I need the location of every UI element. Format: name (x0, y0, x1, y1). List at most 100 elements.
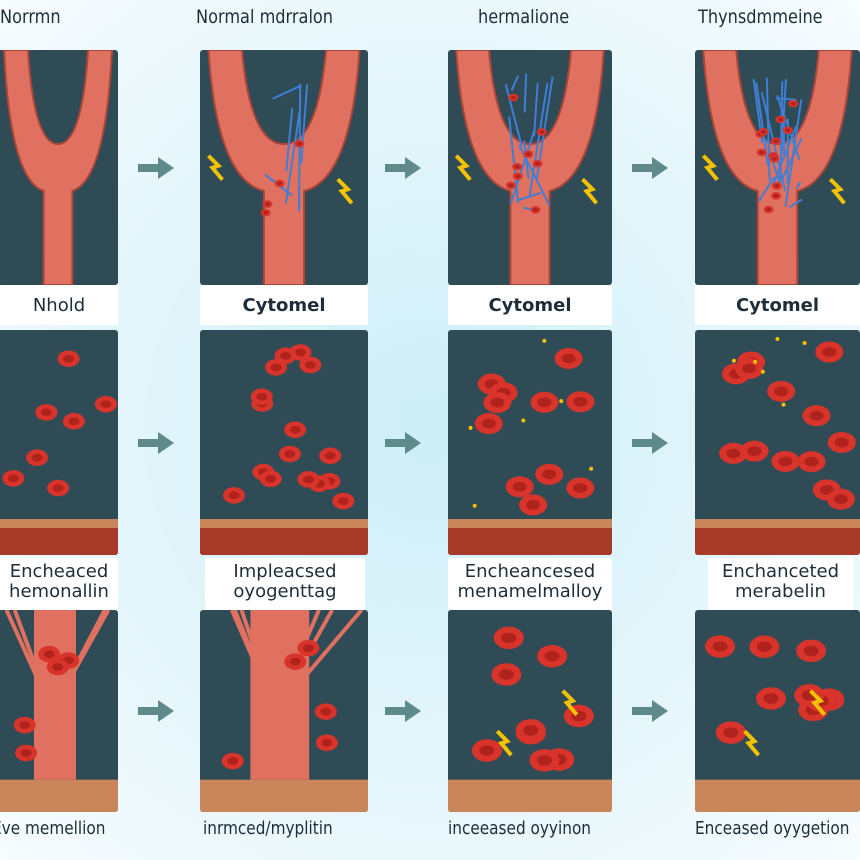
arrow-right-icon (632, 156, 668, 179)
red-blood-cell (797, 451, 826, 473)
panel-r2-c2 (200, 330, 368, 555)
vessel-branch (267, 610, 278, 712)
red-blood-cell (26, 449, 49, 466)
red-blood-cell (274, 179, 285, 188)
sparkle-icon (775, 336, 780, 341)
lightning-icon (701, 154, 719, 182)
red-blood-cell (505, 181, 516, 190)
red-blood-cell (763, 205, 774, 214)
panel-r1-c3 (448, 50, 612, 285)
panel-r3-c1 (0, 610, 118, 812)
tissue-layer (0, 779, 118, 812)
red-blood-cell (529, 749, 560, 772)
red-blood-cell (827, 431, 856, 453)
sparkle-icon (802, 340, 807, 345)
sparkle-icon (731, 358, 736, 363)
red-blood-cell (332, 492, 355, 510)
row3-label-4-line2: merabelin (735, 581, 826, 602)
red-blood-cell (794, 684, 825, 707)
vessel-branch (50, 610, 109, 712)
panel-r2-c4 (695, 330, 860, 555)
red-blood-cell (758, 127, 769, 136)
red-blood-cell (519, 494, 548, 516)
red-blood-cell (471, 739, 502, 762)
red-blood-cell (315, 734, 338, 751)
red-blood-cell (796, 639, 827, 663)
panel-r1-c2 (200, 50, 368, 285)
red-blood-cell (782, 126, 793, 135)
sparkle-icon (521, 418, 526, 423)
red-blood-cell (771, 192, 782, 200)
red-blood-cell (802, 405, 831, 427)
panel-label-3: Cytomel (448, 285, 612, 325)
row3-label-2-line2: oyogenttag (233, 581, 337, 602)
red-blood-cell (508, 93, 519, 102)
tissue-layer (695, 779, 860, 812)
blood-vessel (207, 50, 361, 285)
sparkle-icon (468, 425, 473, 430)
sparkle-icon (472, 503, 477, 508)
red-blood-cell (2, 470, 25, 487)
panel-r3-c4 (695, 610, 860, 812)
row3-label-3-line2: menamelmalloy (457, 581, 603, 602)
fibrin-strand (784, 99, 803, 207)
red-blood-cell (566, 391, 595, 413)
red-blood-cell (62, 413, 85, 430)
sparkle-icon (589, 466, 594, 471)
panel-r1-c4 (695, 50, 860, 285)
red-blood-cell (35, 404, 58, 421)
red-blood-cell (740, 440, 769, 462)
vessel-branch (239, 610, 278, 712)
blood-vessel (250, 610, 310, 780)
panel-r3-c2 (200, 610, 368, 812)
red-blood-cell (771, 450, 800, 472)
red-blood-cell (532, 159, 543, 168)
fibrin-strand (509, 128, 536, 205)
red-blood-cell (483, 391, 512, 413)
fibrin-strand (780, 138, 803, 182)
red-blood-cell (223, 487, 246, 504)
blood-vessel (2, 50, 114, 285)
panel-label-4: Cytomel (695, 285, 860, 325)
red-blood-cell (94, 395, 117, 413)
red-blood-cell (250, 388, 273, 406)
panel-r2-c3 (448, 330, 612, 555)
lightning-icon (454, 154, 472, 182)
red-blood-cell (297, 639, 320, 657)
fibrin-strand (510, 75, 520, 91)
red-blood-cell (512, 172, 523, 181)
panel-r1-c1 (0, 50, 118, 285)
red-blood-cell (815, 341, 844, 363)
red-blood-cell (284, 421, 307, 438)
red-blood-cell (512, 162, 523, 171)
arrow-right-icon (385, 156, 421, 179)
tissue-layer-inner (200, 528, 368, 555)
lightning-icon (743, 729, 761, 757)
red-blood-cell (260, 208, 271, 217)
red-blood-cell (278, 445, 301, 463)
column-title-3: hermalione (478, 6, 570, 28)
column-title-2: Normal mdrralon (196, 6, 334, 28)
tissue-layer-inner (695, 528, 860, 555)
red-blood-cell (319, 447, 342, 465)
row3-label-4-line1: Enchanceted (721, 561, 840, 582)
fibrin-strand (523, 73, 528, 113)
red-blood-cell (38, 645, 61, 663)
red-blood-cell (715, 721, 746, 744)
vessel-branch (12, 610, 54, 712)
red-blood-cell (259, 470, 282, 488)
red-blood-cell (274, 347, 297, 365)
fibrin-strand (765, 77, 771, 182)
sparkle-icon (753, 359, 758, 364)
red-blood-cell (505, 476, 534, 498)
tissue-layer (200, 779, 368, 812)
red-blood-cell (474, 413, 503, 435)
red-blood-cell (535, 463, 564, 485)
column-title-1: Norrmn (0, 6, 61, 28)
red-blood-cell (705, 635, 736, 658)
blood-vessel (702, 50, 853, 285)
sparkle-icon (781, 402, 786, 407)
red-blood-cell (523, 150, 534, 158)
fibrin-strand (533, 82, 539, 137)
